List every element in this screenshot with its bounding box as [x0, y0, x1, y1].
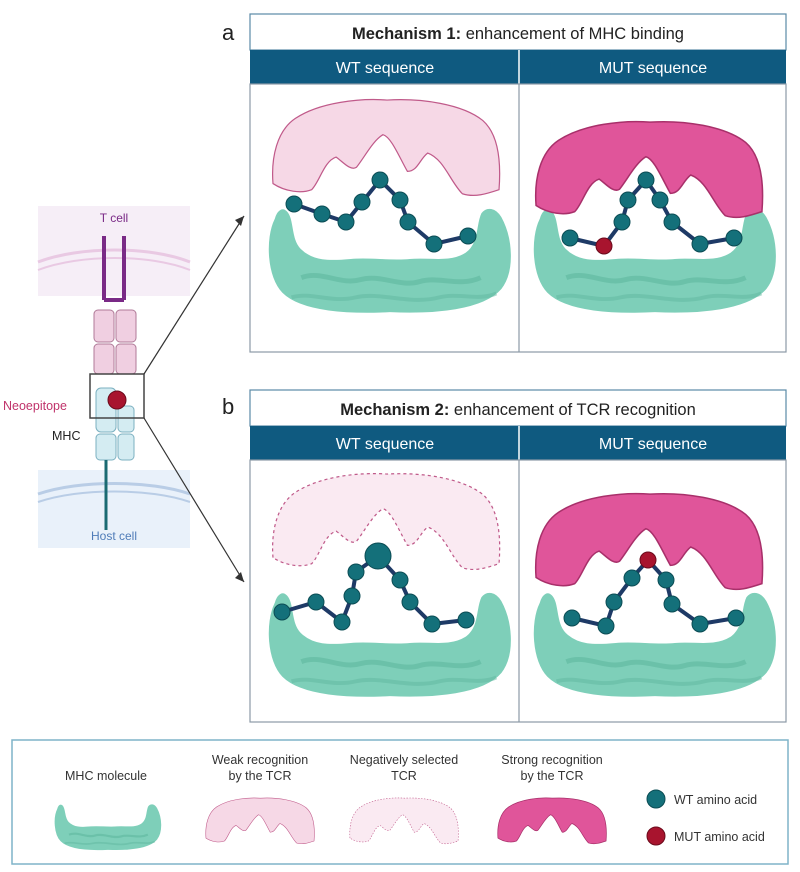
panel-a-col2-header: MUT sequence — [599, 60, 707, 77]
mut-amino-acid — [595, 237, 613, 255]
panel-a-title-bold: Mechanism 1: — [352, 25, 461, 43]
legend-mut-label: MUT amino acid — [674, 830, 765, 844]
panel-a-wt-scene — [268, 98, 512, 314]
legend-strong-line2: by the TCR — [521, 769, 584, 783]
zoom-line-a — [143, 215, 245, 375]
panel-b-letter: b — [222, 394, 234, 419]
panel-a-col1-header: WT sequence — [336, 60, 435, 77]
wt-amino-acid — [563, 609, 581, 627]
panel-a-mut-scene — [533, 120, 777, 314]
legend: MHC molecule Weak recognition by the TCR… — [11, 739, 789, 865]
legend-weak-line2: by the TCR — [229, 769, 292, 783]
legend-wt-label: WT amino acid — [674, 793, 757, 807]
panel-b-title-box — [249, 389, 787, 427]
panel-b-mut-scene — [533, 492, 777, 698]
panel-a-letter: a — [222, 20, 235, 45]
panel-b-header-bar — [250, 426, 786, 460]
panel-a-title: Mechanism 1: enhancement of MHC binding — [352, 25, 684, 43]
panel-b-title: Mechanism 2: enhancement of TCR recognit… — [340, 401, 696, 419]
panel-a-title-box — [249, 13, 787, 51]
panel-b-wt-scene — [268, 472, 512, 698]
wt-amino-acid — [273, 603, 291, 621]
panel-a-header-bar — [250, 50, 786, 84]
legend-neg-line2: TCR — [391, 769, 417, 783]
legend-mhc-label: MHC molecule — [65, 769, 147, 783]
mhc-label: MHC — [52, 429, 80, 443]
legend-strong-line1: Strong recognition — [501, 753, 603, 767]
panel-b-title-bold: Mechanism 2: — [340, 401, 449, 419]
panel-a-title-rest: enhancement of MHC binding — [461, 25, 684, 43]
peptide-chain — [281, 553, 467, 627]
panel-b-col1-header: WT sequence — [336, 436, 435, 453]
neoepitope-zoom-box — [89, 373, 145, 419]
host-cell-label: Host cell — [91, 529, 137, 543]
legend-mut-dot — [646, 826, 666, 846]
zoom-line-b — [143, 417, 245, 583]
t-cell-label: T cell — [100, 211, 128, 225]
panel-b-title-rest: enhancement of TCR recognition — [449, 401, 695, 419]
tcr-domain — [93, 309, 115, 343]
neoepitope-label: Neoepitope — [3, 399, 67, 413]
wt-amino-acid — [285, 195, 303, 213]
legend-wt-dot — [646, 789, 666, 809]
mut-amino-acid — [639, 551, 657, 569]
wt-amino-acid-large — [364, 542, 392, 570]
wt-amino-acid — [561, 229, 579, 247]
cell-diagram: T cell Host cell Neoepitope MHC — [3, 206, 245, 583]
neoepitope-dot — [107, 390, 127, 410]
legend-neg-line1: Negatively selected — [350, 753, 458, 767]
panel-a: a Mechanism 1: enhancement of MHC bindin… — [222, 13, 787, 353]
panel-b-col2-header: MUT sequence — [599, 436, 707, 453]
legend-weak-line1: Weak recognition — [212, 753, 308, 767]
panel-b: b Mechanism 2: enhancement of TCR recogn… — [222, 389, 787, 723]
